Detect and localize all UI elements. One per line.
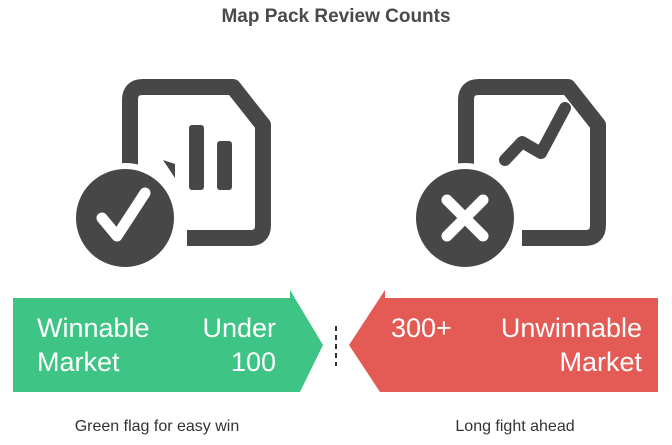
label-line: Market <box>559 347 642 377</box>
300-plus-value: 300+ <box>391 313 452 343</box>
value-line: Under <box>202 313 276 343</box>
document-bar-chart-check-icon <box>70 79 271 273</box>
unwinnable-arrow <box>349 290 658 392</box>
document-trend-x-icon <box>410 79 606 273</box>
winnable-arrow <box>13 290 323 392</box>
label-line: Unwinnable <box>500 313 642 343</box>
value-line: 100 <box>230 347 276 377</box>
winnable-label: Winnable Market <box>37 311 150 379</box>
label-line: Market <box>37 347 120 377</box>
right-caption: Long fight ahead <box>455 418 575 435</box>
diagram-title: Map Pack Review Counts <box>221 6 451 27</box>
unwinnable-label: Unwinnable Market <box>470 311 642 379</box>
left-caption: Green flag for easy win <box>74 418 240 435</box>
label-line: Winnable <box>37 313 150 343</box>
under-100-value: Under 100 <box>180 311 276 379</box>
